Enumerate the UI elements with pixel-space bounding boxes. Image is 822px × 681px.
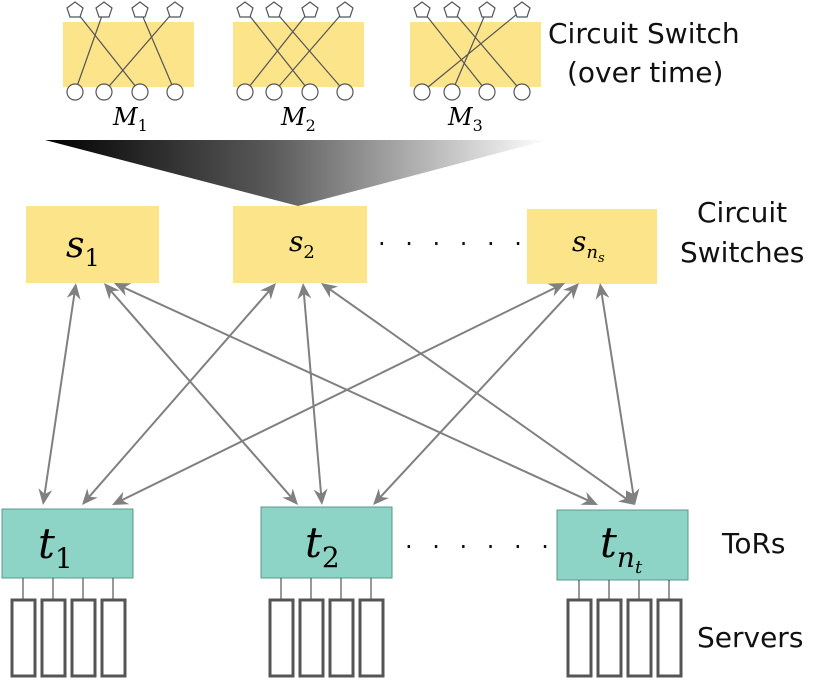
link-s1-t1 bbox=[38, 283, 81, 505]
circuit-switches-label-line2: Switches bbox=[680, 236, 804, 269]
svg-text:t2: t2 bbox=[305, 518, 340, 574]
switch-ellipsis: . . . . . . bbox=[378, 223, 528, 251]
circuit-switch-over-time-label: Circuit Switch bbox=[548, 17, 740, 50]
matching-2-input-ports bbox=[236, 1, 354, 18]
link-s2-tnt bbox=[321, 283, 635, 505]
matching-1-lines bbox=[74, 9, 176, 93]
tor-tnt-label: t bbox=[600, 518, 617, 567]
server-t1-3 bbox=[70, 598, 97, 678]
link-s1-t2 bbox=[104, 283, 298, 505]
svg-text:sns: sns bbox=[572, 225, 605, 266]
link-sns-t1 bbox=[112, 283, 565, 505]
matching-2-lines bbox=[244, 9, 346, 93]
tor-t1: t1 bbox=[1, 508, 134, 579]
server-tnt-2 bbox=[596, 598, 623, 678]
tor-t2: t2 bbox=[260, 506, 393, 579]
server-t1-1 bbox=[10, 598, 37, 678]
server-t1-2 bbox=[40, 598, 67, 678]
time-funnel bbox=[45, 140, 548, 206]
link-sns-t2 bbox=[373, 283, 579, 505]
switch-s1-label: s bbox=[66, 225, 84, 266]
matching-3: M3 bbox=[410, 1, 541, 135]
link-s2-t1 bbox=[82, 283, 276, 505]
server-t2-4 bbox=[358, 598, 385, 678]
server-t2-1 bbox=[268, 598, 295, 678]
server-t1-4 bbox=[100, 598, 127, 678]
switch-sns-label: s bbox=[572, 225, 586, 258]
server-tnt-3 bbox=[626, 598, 653, 678]
svg-text:t1: t1 bbox=[38, 519, 73, 575]
tor-ellipsis: . . . . . . bbox=[405, 526, 555, 554]
server-tnt-4 bbox=[656, 598, 683, 678]
switch-s2-label: s bbox=[289, 225, 303, 258]
tor-t2-label: t bbox=[305, 518, 322, 567]
switch-sns: sns bbox=[527, 209, 657, 284]
link-s2-t2 bbox=[297, 283, 328, 505]
tors: t1 t2 tnt . . . . . . bbox=[1, 506, 689, 581]
server-tnt-1 bbox=[566, 598, 593, 678]
server-t2-3 bbox=[328, 598, 355, 678]
matching-3-lines bbox=[421, 9, 523, 93]
svg-text:s2: s2 bbox=[289, 225, 315, 263]
switch-s1: s1 bbox=[26, 206, 159, 283]
tor-t1-label: t bbox=[38, 519, 55, 568]
matching-2-label: M2 bbox=[280, 103, 316, 135]
matching-1-label: M1 bbox=[112, 103, 148, 135]
link-sns-tnt bbox=[595, 283, 640, 505]
matchings-group: M1 M2 bbox=[63, 1, 541, 135]
servers-label: Servers bbox=[697, 621, 803, 654]
matching-3-input-ports bbox=[413, 1, 531, 18]
matching-2-output-ports bbox=[236, 83, 354, 101]
matching-1-output-ports bbox=[66, 83, 184, 101]
matching-3-output-ports bbox=[413, 83, 531, 101]
matching-1: M1 bbox=[63, 1, 194, 135]
circuit-switches: s1 s2 sns . . . . . . bbox=[26, 206, 657, 284]
tor-tnt: tnt bbox=[556, 509, 689, 581]
matching-3-label: M3 bbox=[447, 103, 483, 135]
circuit-switches-label-line1: Circuit bbox=[697, 196, 787, 229]
switch-s2: s2 bbox=[233, 206, 367, 283]
link-s1-tnt bbox=[114, 283, 598, 505]
matching-1-input-ports bbox=[66, 1, 184, 18]
svg-text:tnt: tnt bbox=[600, 518, 643, 578]
switch-tor-links bbox=[38, 283, 640, 505]
tors-label: ToRs bbox=[721, 527, 786, 560]
svg-text:s1: s1 bbox=[66, 225, 100, 272]
servers bbox=[10, 578, 683, 678]
server-t2-2 bbox=[298, 598, 325, 678]
matching-2: M2 bbox=[233, 1, 364, 135]
circuit-switch-over-time-sublabel: (over time) bbox=[567, 56, 723, 89]
